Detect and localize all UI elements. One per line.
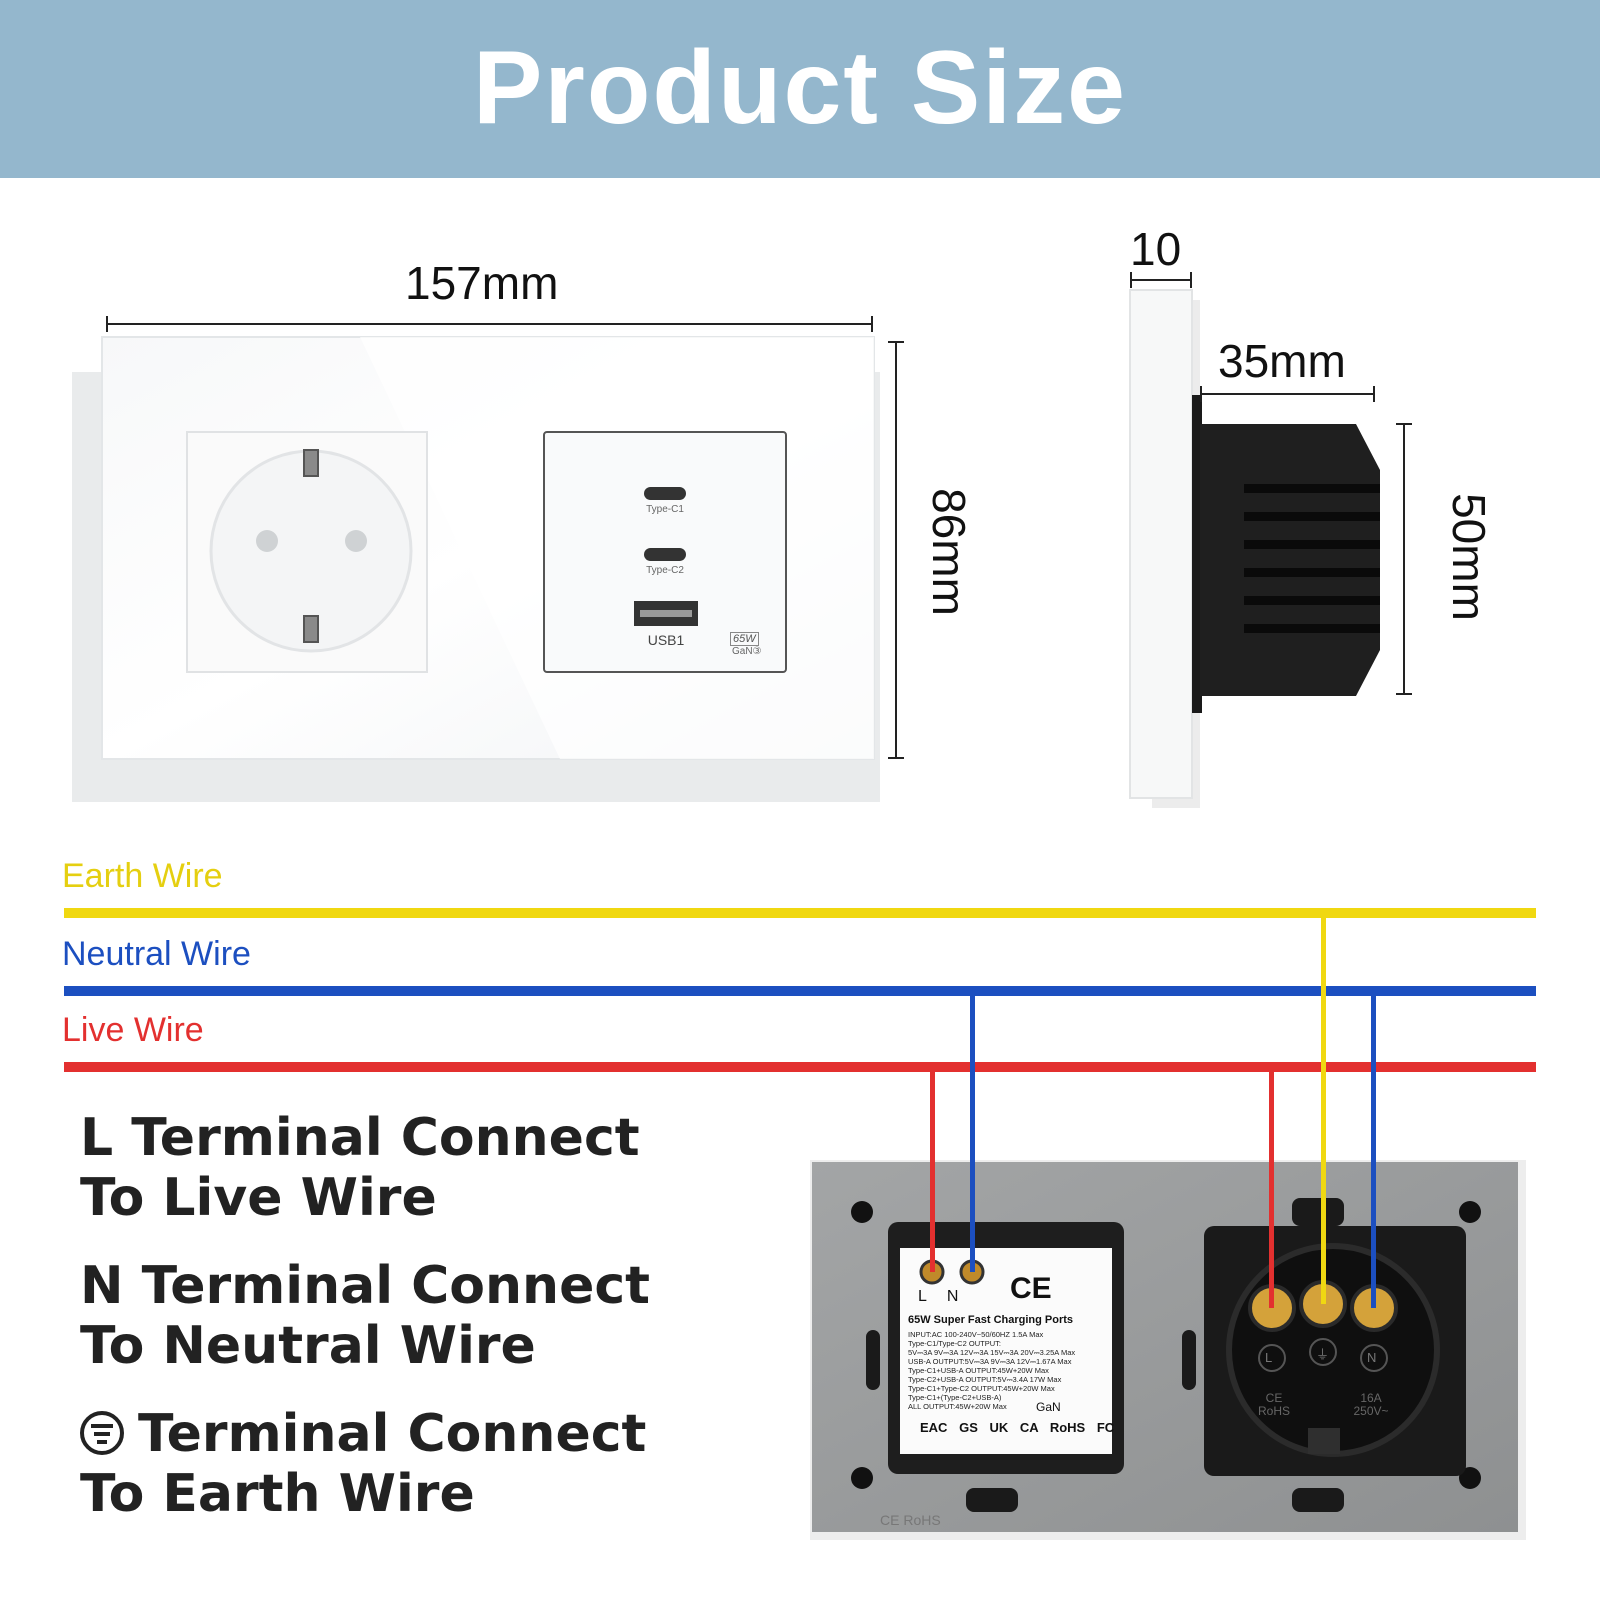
spec-line: 5V⎓3A 9V⎓3A 12V⎓3A 15V⎓3A 20V⎓3.25A Max xyxy=(908,1348,1076,1357)
ukca-mark: UK CA xyxy=(989,1420,1039,1435)
type-c2-label: Type-C2 xyxy=(646,565,684,576)
socket-ce-rohs: CE RoHS xyxy=(1257,1391,1290,1418)
module-body xyxy=(1200,424,1380,696)
instruction-earth-line2: To Earth Wire xyxy=(80,1464,475,1524)
gan-mark: GaN xyxy=(1036,1400,1061,1414)
wires xyxy=(64,908,1536,1308)
frame-ce-rohs: CE RoHS xyxy=(880,1512,941,1528)
live-wire-label: Live Wire xyxy=(62,1011,204,1049)
instruction-neutral-line1: N Terminal Connect xyxy=(80,1256,651,1316)
page-title: Product Size xyxy=(473,30,1127,146)
instruction-live-line1: L Terminal Connect xyxy=(80,1108,640,1168)
live-wire-line xyxy=(64,1062,1536,1072)
neutral-wire-line xyxy=(64,986,1536,996)
neutral-drop-socket xyxy=(1371,996,1376,1308)
earth-wire-label: Earth Wire xyxy=(62,857,223,895)
ce-mark: CE xyxy=(1010,1272,1052,1305)
instruction-neutral-line2: To Neutral Wire xyxy=(80,1316,536,1376)
spec-line: Type-C1+USB-A OUTPUT:45W+20W Max xyxy=(908,1366,1049,1375)
instruction-live: L Terminal Connect To Live Wire xyxy=(80,1108,640,1228)
height-dimension-line xyxy=(888,341,904,759)
width-label: 157mm xyxy=(405,257,559,309)
instruction-live-line2: To Live Wire xyxy=(80,1168,437,1228)
back-l-letter: L xyxy=(918,1288,947,1305)
spec-line: Type-C1+Type-C2 OUTPUT:45W+20W Max xyxy=(908,1384,1055,1393)
back-n-letter: N xyxy=(946,1288,979,1305)
back-terminal-letters: LN xyxy=(918,1288,978,1306)
socket-hole-left xyxy=(256,530,278,552)
back-label-title: 65W Super Fast Charging Ports xyxy=(908,1314,1074,1326)
depth-label: 35mm xyxy=(1218,335,1346,387)
neutral-wire-label: Neutral Wire xyxy=(62,935,251,973)
65w-badge: 65W xyxy=(730,632,759,646)
socket-l-label: L xyxy=(1265,1350,1273,1365)
socket-rating: 16A 250V~ xyxy=(1353,1391,1389,1418)
back-label-specs: INPUT:AC 100-240V~50/60HZ 1.5A Max Type-… xyxy=(908,1330,1075,1411)
cert-row: EAC GS UK CA RoHS FC xyxy=(920,1420,1114,1435)
spec-line: ALL OUTPUT:45W+20W Max xyxy=(908,1402,1007,1411)
spec-line: Type-C1/Type-C2 OUTPUT: xyxy=(908,1339,1001,1348)
gs-mark: GS xyxy=(959,1420,978,1435)
spec-line: USB-A OUTPUT:5V⎓3A 9V⎓3A 12V⎓1.67A Max xyxy=(908,1357,1072,1366)
neutral-drop-usb xyxy=(970,996,975,1272)
socket-earth-label: ⏚ xyxy=(1316,1347,1330,1362)
back-view xyxy=(810,1160,1526,1540)
type-c2-port xyxy=(644,548,686,561)
eac-mark: EAC xyxy=(920,1420,948,1435)
instruction-earth-line1: Terminal Connect xyxy=(138,1404,647,1464)
spec-line: Type-C2+USB-A OUTPUT:5V⎓3.4A 17W Max xyxy=(908,1375,1062,1384)
usb1-label: USB1 xyxy=(647,632,685,648)
socket-hole-right xyxy=(345,530,367,552)
earth-symbol-icon xyxy=(80,1411,124,1455)
height-label: 86mm xyxy=(922,488,975,616)
socket-n-label: N xyxy=(1367,1350,1377,1365)
header-banner: Product Size xyxy=(0,0,1600,178)
spec-line: Type-C1+(Type-C2+USB-A) xyxy=(908,1393,1002,1402)
side-view xyxy=(1129,289,1380,808)
front-panel xyxy=(72,336,880,802)
module-height-label: 50mm xyxy=(1442,493,1495,621)
width-dimension-line xyxy=(106,316,873,332)
type-c1-label: Type-C1 xyxy=(646,504,684,515)
thickness-label: 10 xyxy=(1130,223,1182,275)
live-drop-usb xyxy=(930,1072,935,1272)
gan-badge: GaN③ xyxy=(732,646,762,657)
side-dimension-lines xyxy=(1130,272,1412,695)
instruction-neutral: N Terminal Connect To Neutral Wire xyxy=(80,1256,650,1376)
rohs-fc-mark: RoHS FC xyxy=(1049,1420,1115,1435)
instruction-earth: Terminal Connect To Earth Wire xyxy=(80,1404,646,1524)
type-c1-port xyxy=(644,487,686,500)
live-drop-socket xyxy=(1269,1072,1274,1308)
spec-line: INPUT:AC 100-240V~50/60HZ 1.5A Max xyxy=(908,1330,1044,1339)
earth-wire-line xyxy=(64,908,1536,918)
earth-drop-socket xyxy=(1321,918,1326,1304)
